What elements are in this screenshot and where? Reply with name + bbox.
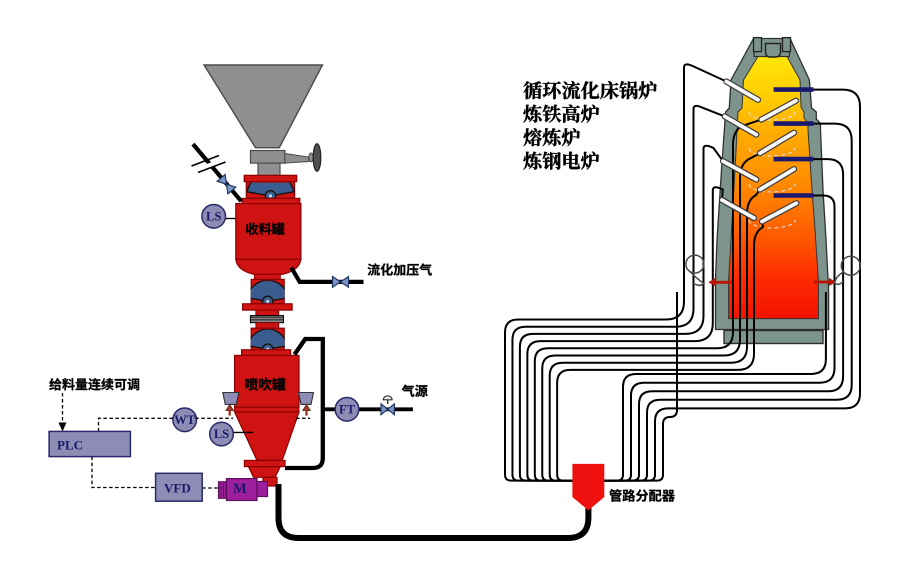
- svg-text:PLC: PLC: [57, 438, 83, 453]
- svg-text:LS: LS: [214, 427, 229, 441]
- svg-text:WT: WT: [174, 413, 196, 427]
- svg-text:M: M: [233, 481, 247, 497]
- svg-text:VFD: VFD: [164, 481, 191, 496]
- svg-text:FT: FT: [339, 403, 356, 417]
- svg-text:LS: LS: [206, 210, 221, 224]
